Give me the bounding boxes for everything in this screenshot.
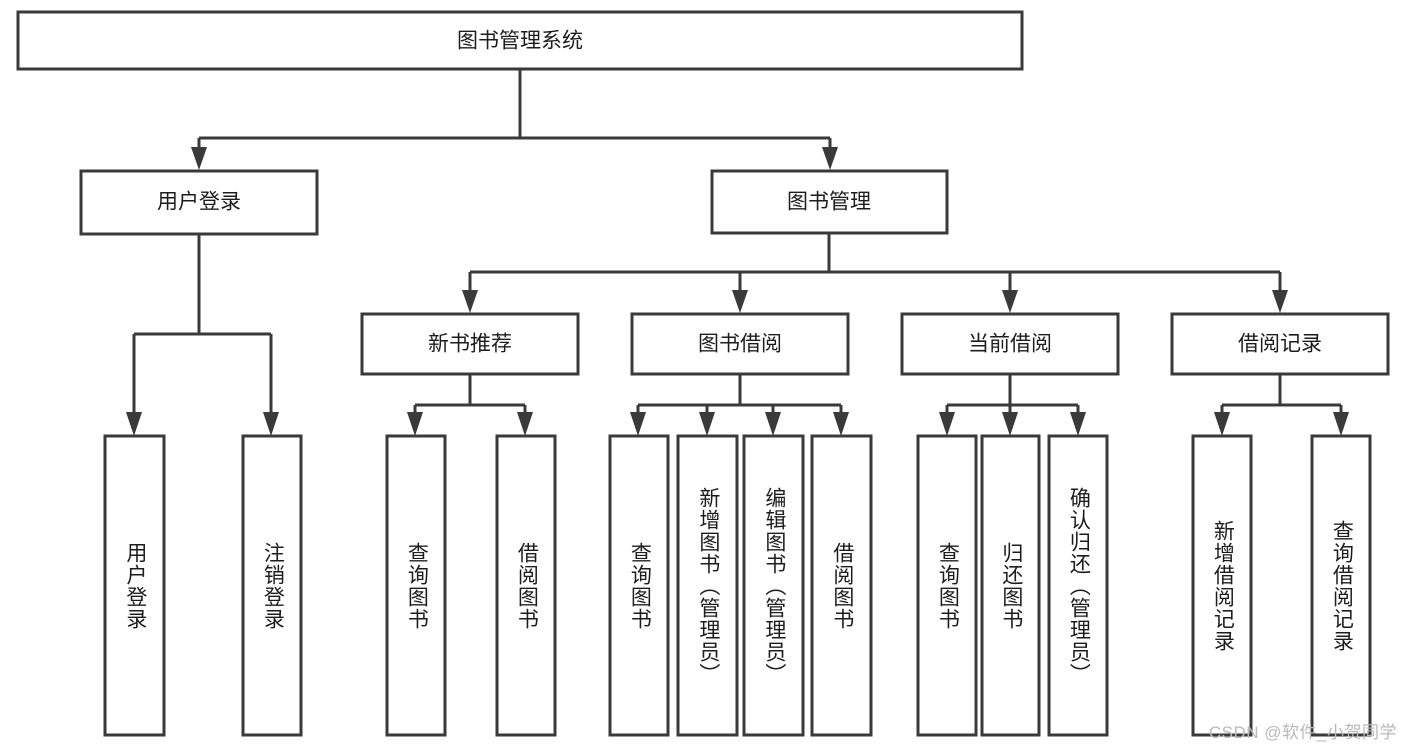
connector-userlogin-to-leaves — [126, 234, 279, 436]
node-user-login-label: 用户登录 — [157, 191, 241, 214]
node-book-borrow[interactable]: 图书借阅 — [630, 312, 850, 376]
leaf-box-return-book — [980, 434, 1041, 737]
leaf-box-query-record — [1310, 434, 1372, 737]
leaf-box-logout-login — [241, 434, 303, 737]
connector-bookborrow-to-leaves — [630, 374, 849, 436]
leaf-box-add-book — [676, 434, 739, 737]
node-book-management[interactable]: 图书管理 — [710, 169, 949, 235]
node-root[interactable]: 图书管理系统 — [16, 10, 1024, 71]
leaf-box-query-book-2 — [608, 434, 670, 737]
node-current-borrow[interactable]: 当前借阅 — [900, 312, 1120, 376]
node-book-borrow-label: 图书借阅 — [698, 333, 782, 356]
connector-bookmgmt-to-level3 — [462, 233, 1288, 313]
node-current-borrow-label: 当前借阅 — [968, 333, 1052, 356]
leaf-box-user-login — [103, 434, 166, 737]
leaf-box-query-book-1 — [385, 434, 447, 737]
leaf-boxes — [103, 434, 1372, 737]
node-borrow-record[interactable]: 借阅记录 — [1170, 312, 1390, 376]
node-book-management-label: 图书管理 — [787, 191, 871, 214]
leaf-box-confirm-return — [1047, 434, 1109, 737]
node-new-book-recommend-label: 新书推荐 — [428, 333, 512, 356]
node-user-login[interactable]: 用户登录 — [79, 169, 319, 236]
leaf-box-edit-book — [742, 434, 805, 737]
node-root-label: 图书管理系统 — [457, 30, 583, 53]
connector-newbook-to-leaves — [407, 374, 533, 436]
leaf-box-query-book-3 — [916, 434, 978, 737]
connector-currentborrow-to-leaves — [939, 374, 1086, 436]
leaf-box-borrow-book-1 — [495, 434, 557, 737]
connector-borrowrecord-to-leaves — [1214, 374, 1349, 436]
leaf-box-borrow-book-2 — [810, 434, 873, 737]
leaf-box-add-record — [1191, 434, 1253, 737]
node-borrow-record-label: 借阅记录 — [1238, 333, 1322, 356]
connector-root-to-level2 — [191, 69, 838, 170]
node-new-book-recommend[interactable]: 新书推荐 — [360, 312, 580, 376]
csdn-watermark: CSDN @软件_小贺同学 — [1208, 723, 1397, 742]
